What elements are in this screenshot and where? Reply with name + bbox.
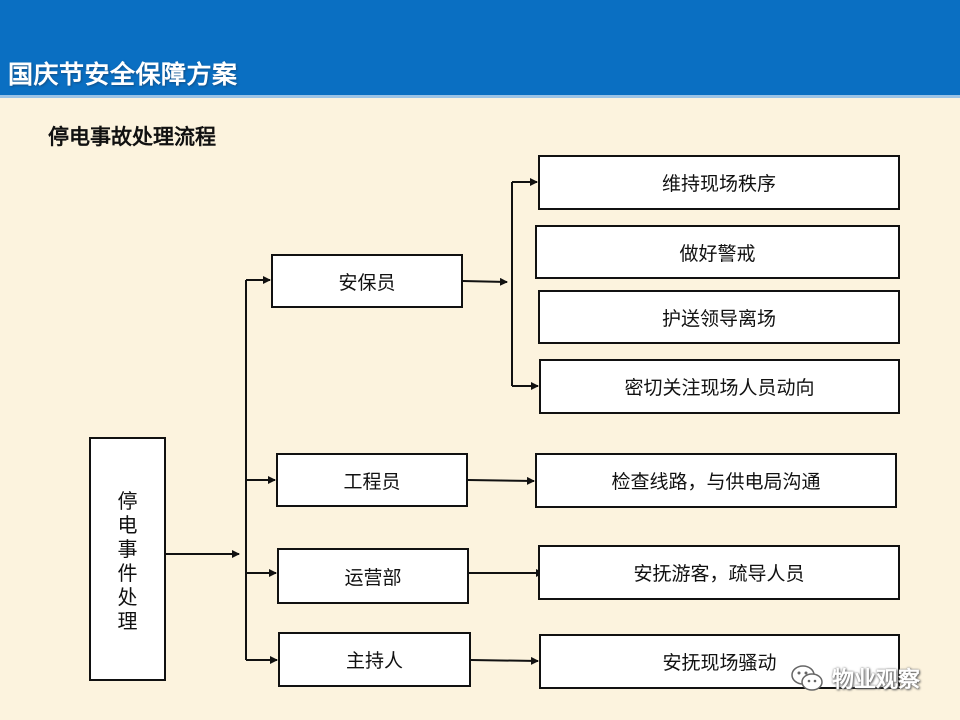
task-node: 密切关注现场人员动向 [539,359,900,414]
watermark-text: 物业观察 [832,668,921,693]
role-node-host: 主持人 [278,632,471,687]
root-node: 停 电 事 件 处 理 [89,437,166,681]
header-bar [0,0,960,95]
task-node: 做好警戒 [535,225,900,279]
root-char: 电 [117,513,138,537]
root-char: 件 [117,561,138,585]
root-char: 停 [117,489,138,513]
host-task-connector [470,656,539,665]
root-char: 理 [117,609,138,633]
role-node-engineer: 工程员 [276,453,468,507]
security-connector [462,277,508,286]
wechat-icon [791,665,823,691]
task-node: 护送领导离场 [538,290,900,344]
slide-title: 国庆节安全保障方案 [8,60,238,89]
task-node: 维持现场秩序 [538,155,900,210]
task-node: 安抚现场骚动 [539,634,900,689]
role-node-security: 安保员 [271,254,463,308]
task-node: 安抚游客，疏导人员 [538,545,900,600]
root-char: 处 [117,585,138,609]
section-title: 停电事故处理流程 [48,125,216,149]
header-divider [0,95,960,98]
task-node: 检查线路，与供电局沟通 [535,453,897,508]
root-char: 事 [117,537,138,561]
engineer-task-connector [467,476,535,485]
watermark: 物业观察 [790,660,920,696]
role-node-operations: 运营部 [277,548,469,604]
